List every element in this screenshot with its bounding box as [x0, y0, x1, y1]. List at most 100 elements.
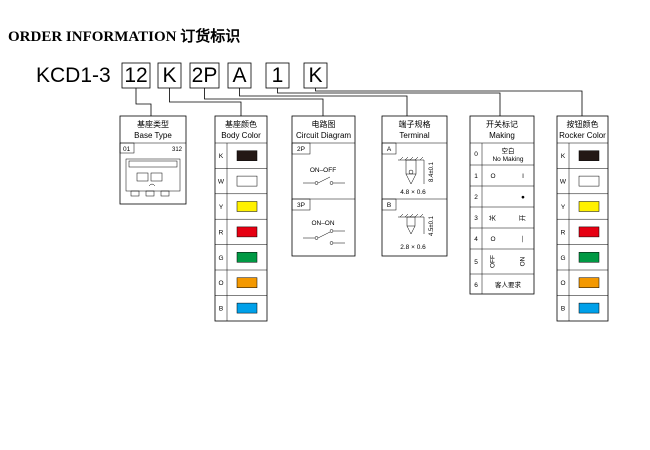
body-color-swatch: [236, 226, 258, 238]
code-box-label: 12: [124, 64, 147, 87]
code-box-label: 1: [272, 64, 284, 87]
terminal-a-size: 4.8 × 0.6: [400, 189, 426, 196]
terminal-b-icon: [398, 213, 425, 235]
base-type-title-cn: 基座类型: [137, 119, 169, 129]
marking-left: OFF: [490, 255, 497, 268]
code-box-base: 12: [121, 62, 151, 89]
circuit-code-3p: 3P: [297, 202, 305, 209]
base-drawing-icon: [125, 158, 181, 197]
body-color-swatch: [236, 302, 258, 314]
body-color-swatch: [236, 175, 258, 187]
code-box-circuit: 2P: [189, 62, 220, 89]
rocker-color-swatch: [578, 302, 600, 314]
body-color-code: B: [219, 306, 223, 313]
marking-blank-cn: 空白: [502, 146, 515, 155]
marking-left: O: [490, 173, 495, 180]
body-color-code: K: [219, 153, 224, 160]
marking-title-cn: 开关标记: [486, 119, 518, 129]
rocker-color-code: O: [560, 280, 565, 287]
rocker-color-swatch: [578, 252, 600, 263]
rocker-color-swatch: [578, 277, 600, 288]
rocker-color-title-en: Rocker Color: [559, 131, 606, 140]
code-box-label: A: [232, 64, 246, 87]
terminal-title-cn: 端子规格: [399, 119, 431, 129]
body-color-rows: K W Y R G O B: [215, 150, 267, 314]
code-box-label: 2P: [192, 64, 218, 87]
body-color-code: R: [219, 229, 224, 236]
page-title: ORDER INFORMATION 订货标识: [8, 27, 240, 45]
rocker-color-code: G: [560, 255, 565, 262]
circuit-label-on-off: ON–OFF: [310, 167, 336, 174]
circuit-title-cn: 电路图: [312, 119, 336, 129]
terminal-code-a: A: [387, 146, 392, 153]
body-color-table: 基座颜色 Body Color K W Y R G O B: [214, 115, 268, 322]
marking-right: ON: [520, 256, 527, 266]
body-color-swatch: [236, 201, 258, 212]
marking-left: O: [490, 236, 495, 243]
body-color-swatch: [236, 150, 258, 161]
base-type-table: 基座类型 Base Type 01 312: [119, 115, 187, 205]
marking-code: 2: [474, 194, 478, 201]
body-color-title-cn: 基座颜色: [225, 119, 257, 129]
terminal-title-en: Terminal: [399, 131, 429, 140]
marking-title-en: Making: [489, 131, 515, 140]
circuit-title-en: Circuit Diagram: [296, 131, 351, 140]
code-box-rocker-color: K: [303, 62, 328, 89]
code-box-marking: 1: [265, 62, 290, 89]
terminal-a-height: 8.4±0.1: [429, 161, 435, 182]
terminal-code-b: B: [387, 202, 391, 209]
circuit-diagram-table: 电路图 Circuit Diagram 2P ON–OFF 3P ON–ON: [291, 115, 356, 257]
marking-right: 开: [519, 214, 527, 221]
rocker-color-title-cn: 按钮颜色: [567, 119, 599, 129]
terminal-a-icon: [398, 156, 425, 185]
rocker-color-code: K: [561, 153, 566, 160]
rocker-color-rows: K W Y R G O B: [557, 150, 608, 314]
code-box-label: K: [308, 64, 322, 87]
marking-right: ●: [521, 194, 525, 201]
body-color-swatch: [236, 252, 258, 263]
marking-code: 1: [474, 173, 478, 180]
body-color-title-en: Body Color: [221, 131, 261, 140]
code-box-label: K: [162, 64, 176, 87]
rocker-color-code: R: [561, 229, 566, 236]
marking-custom: 客人要求: [495, 280, 522, 289]
marking-code: 0: [474, 151, 478, 158]
marking-code: 3: [474, 215, 478, 222]
terminal-b-height: 4.5±0.1: [429, 215, 435, 236]
on-off-switch-icon: [303, 176, 345, 185]
terminal-table: 端子规格 Terminal A 8.4±0.1 4.8 × 0.6 B 4.5±…: [381, 115, 448, 257]
marking-code: 5: [474, 259, 478, 266]
rocker-color-code: W: [560, 179, 567, 186]
base-type-code: 01: [123, 146, 131, 153]
rocker-color-swatch: [578, 150, 600, 161]
marking-right: I: [522, 173, 524, 180]
marking-left: 关: [488, 214, 497, 221]
rocker-color-swatch: [578, 201, 600, 212]
marking-blank-en: No Making: [492, 156, 523, 163]
circuit-code-2p: 2P: [297, 146, 305, 153]
marking-table: 开关标记 Making 0 空白 No Making 1 O I 2 ● 3 关…: [469, 115, 535, 295]
rocker-color-swatch: [578, 175, 600, 187]
rocker-color-code: B: [561, 306, 565, 313]
body-color-code: W: [218, 179, 225, 186]
circuit-label-on-on: ON–ON: [311, 220, 334, 227]
rocker-color-table: 按钮颜色 Rocker Color K W Y R G O B: [556, 115, 609, 322]
code-box-body-color: K: [157, 62, 182, 89]
body-color-code: O: [218, 280, 223, 287]
rocker-color-swatch: [578, 226, 600, 238]
base-type-title-en: Base Type: [134, 131, 172, 140]
terminal-b-size: 2.8 × 0.6: [400, 244, 426, 251]
base-type-model: 312: [172, 147, 183, 153]
code-prefix: KCD1-3: [36, 64, 111, 87]
body-color-swatch: [236, 277, 258, 288]
code-box-terminal: A: [227, 62, 252, 89]
marking-code: 6: [474, 282, 478, 289]
on-on-switch-icon: [303, 229, 345, 245]
marking-right: —: [520, 235, 527, 242]
connector-lines: [135, 88, 583, 116]
rocker-color-code: Y: [561, 204, 566, 211]
body-color-code: G: [218, 255, 223, 262]
marking-code: 4: [474, 236, 478, 243]
body-color-code: Y: [219, 204, 224, 211]
